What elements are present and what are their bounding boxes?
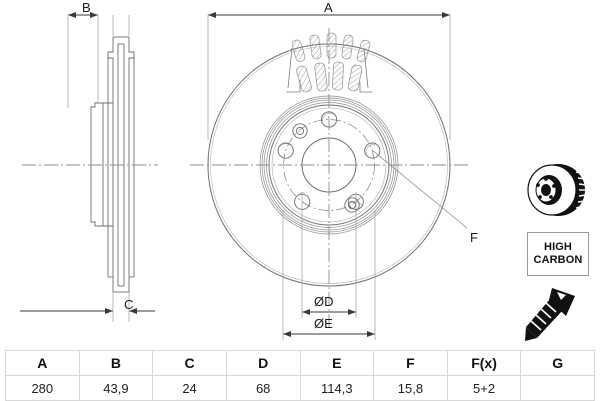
table-header-c: C <box>152 350 227 376</box>
dimension-label-d: ØD <box>314 294 334 309</box>
high-carbon-line-2: CARBON <box>533 254 583 266</box>
side-section-view <box>90 36 135 293</box>
dimension-label-a: A <box>324 0 333 15</box>
table-header-f: F <box>373 350 448 376</box>
table-header-row: A B C D E F F(x) G <box>5 350 595 376</box>
brake-disc-photo <box>527 164 587 216</box>
table-value-row: 280 43,9 24 68 114,3 15,8 5+2 <box>5 375 595 401</box>
table-value-d: 68 <box>225 375 301 401</box>
dimension-d <box>301 192 357 318</box>
specification-table: A B C D E F F(x) G 280 43,9 24 68 114,3 … <box>5 350 595 401</box>
dimension-label-f: F <box>470 230 478 245</box>
table-value-f: 15,8 <box>373 375 448 401</box>
dimension-b <box>67 12 130 108</box>
dimension-label-c: C <box>124 297 134 312</box>
dimension-label-e: ØE <box>314 316 333 331</box>
table-header-g: G <box>520 350 595 376</box>
dimension-c <box>20 292 155 322</box>
table-header-d: D <box>225 350 301 376</box>
table-header-e: E <box>299 350 375 376</box>
high-carbon-badge: HIGH CARBON <box>527 232 589 276</box>
disc-face-view <box>190 28 470 330</box>
countersunk-screw-icon <box>525 288 575 341</box>
dimension-label-b: B <box>82 0 91 15</box>
table-value-e: 114,3 <box>299 375 375 401</box>
leader-line-f <box>371 149 468 229</box>
table-value-c: 24 <box>152 375 227 401</box>
table-header-b: B <box>78 350 154 376</box>
locating-screw-holes <box>292 123 360 213</box>
dimension-e <box>282 210 376 340</box>
table-header-fx: F(x) <box>446 350 522 376</box>
table-value-b: 43,9 <box>78 375 154 401</box>
dimension-a <box>207 12 451 140</box>
table-value-fx: 5+2 <box>446 375 522 401</box>
high-carbon-line-1: HIGH <box>544 241 572 254</box>
table-header-a: A <box>5 350 80 376</box>
table-value-a: 280 <box>5 375 80 401</box>
table-value-g <box>520 375 595 401</box>
